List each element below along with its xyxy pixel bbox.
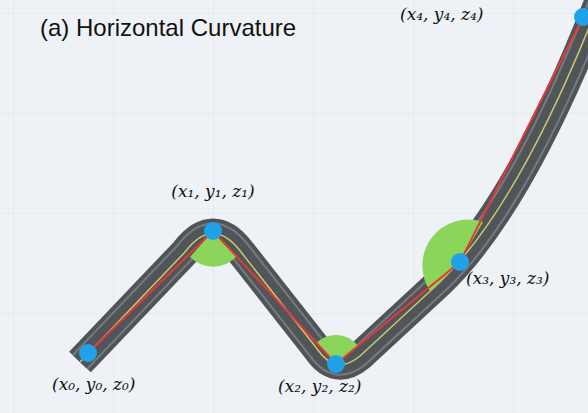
coordinate-label: (x₂, y₂, z₂) <box>278 376 361 396</box>
coordinate-label: (x₃, y₃, z₃) <box>466 268 549 288</box>
coordinate-label: (x₀, y₀, z₀) <box>52 374 135 394</box>
polyline <box>88 17 583 364</box>
road <box>80 0 588 365</box>
coordinate-label: (x₁, y₁, z₁) <box>171 181 254 201</box>
angle-wedges <box>190 220 483 364</box>
control-points <box>79 8 588 373</box>
coordinate-label: (x₄, y₄, z₄) <box>400 4 483 24</box>
figure-title: (a) Horizontal Curvature <box>40 14 296 42</box>
